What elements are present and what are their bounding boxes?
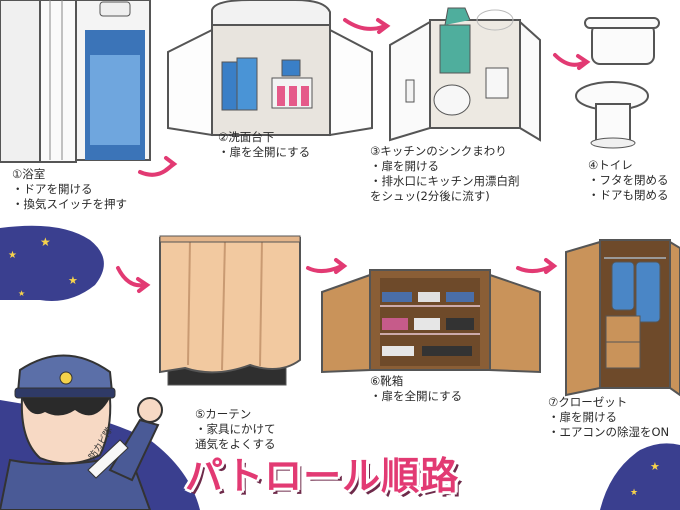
step-shoe-cabinet-caption: ⑥靴箱 ・扉を全開にする: [370, 374, 462, 404]
svg-text:★: ★: [8, 250, 17, 261]
patrol-character: [0, 354, 163, 510]
curtain-illustration: [159, 235, 301, 386]
step-line: ・ドアも閉める: [588, 188, 669, 202]
closet-illustration: [565, 239, 680, 397]
step-line: 通気をよくする: [195, 437, 276, 451]
arrow-4-to-5: [116, 266, 147, 288]
step-line: ・扉を全開にする: [370, 389, 463, 403]
step-line: ・換気スイッチを押す: [12, 197, 127, 211]
arrow-2-to-3: [343, 18, 387, 31]
step-kitchen-caption: ③キッチンのシンクまわり ・扉を開ける ・排水口にキッチン用漂白剤 をシュッ(2…: [370, 144, 520, 204]
sink-cabinet-illustration: [167, 0, 373, 137]
svg-text:★: ★: [630, 488, 638, 498]
step-closet-caption: ⑦クローゼット ・扉を開ける ・エアコンの除湿をON: [548, 395, 669, 440]
svg-text:★: ★: [68, 274, 78, 287]
step-toilet-caption: ④トイレ ・フタを閉める ・ドアも閉める: [588, 158, 669, 203]
step-line: をシュッ(2分後に流す): [370, 189, 490, 203]
step-line: ・フタを閉める: [588, 173, 669, 187]
step-line: ・ドアを開ける: [12, 182, 93, 196]
step-bathroom-caption: ①浴室 ・ドアを開ける ・換気スイッチを押す: [12, 167, 127, 212]
step-sink-caption: ②洗面台下 ・扉を全開にする: [218, 130, 310, 160]
step-curtain-caption: ⑤カーテン ・家具にかけて 通気をよくする: [195, 407, 276, 452]
patrol-route-title: パトロール順路: [185, 452, 505, 504]
svg-text:★: ★: [40, 235, 51, 249]
step-title: ⑤カーテン: [195, 407, 252, 421]
step-line: ・エアコンの除湿をON: [548, 425, 670, 439]
kitchen-cabinet-illustration: [389, 7, 541, 142]
route-arrows: [116, 18, 591, 293]
step-title: ②洗面台下: [218, 130, 275, 144]
step-title: ④トイレ: [588, 158, 633, 172]
step-title: ⑦クローゼット: [548, 395, 628, 409]
step-line: ・家具にかけて: [195, 422, 276, 436]
step-line: ・扉を全開にする: [218, 145, 311, 159]
step-line: ・排水口にキッチン用漂白剤: [370, 174, 520, 188]
step-line: ・扉を開ける: [548, 410, 617, 424]
step-title: ⑥靴箱: [370, 374, 404, 388]
svg-text:★: ★: [18, 289, 25, 298]
arrow-5-to-6: [306, 264, 344, 273]
bathroom-illustration: [0, 0, 151, 163]
step-title: ③キッチンのシンクまわり: [370, 144, 507, 158]
step-line: ・扉を開ける: [370, 159, 439, 173]
shoe-cabinet-illustration: [321, 269, 541, 374]
title-text: パトロール順路: [185, 454, 460, 498]
svg-text:★: ★: [650, 460, 660, 473]
toilet-illustration: [575, 17, 660, 149]
step-title: ①浴室: [12, 167, 46, 181]
